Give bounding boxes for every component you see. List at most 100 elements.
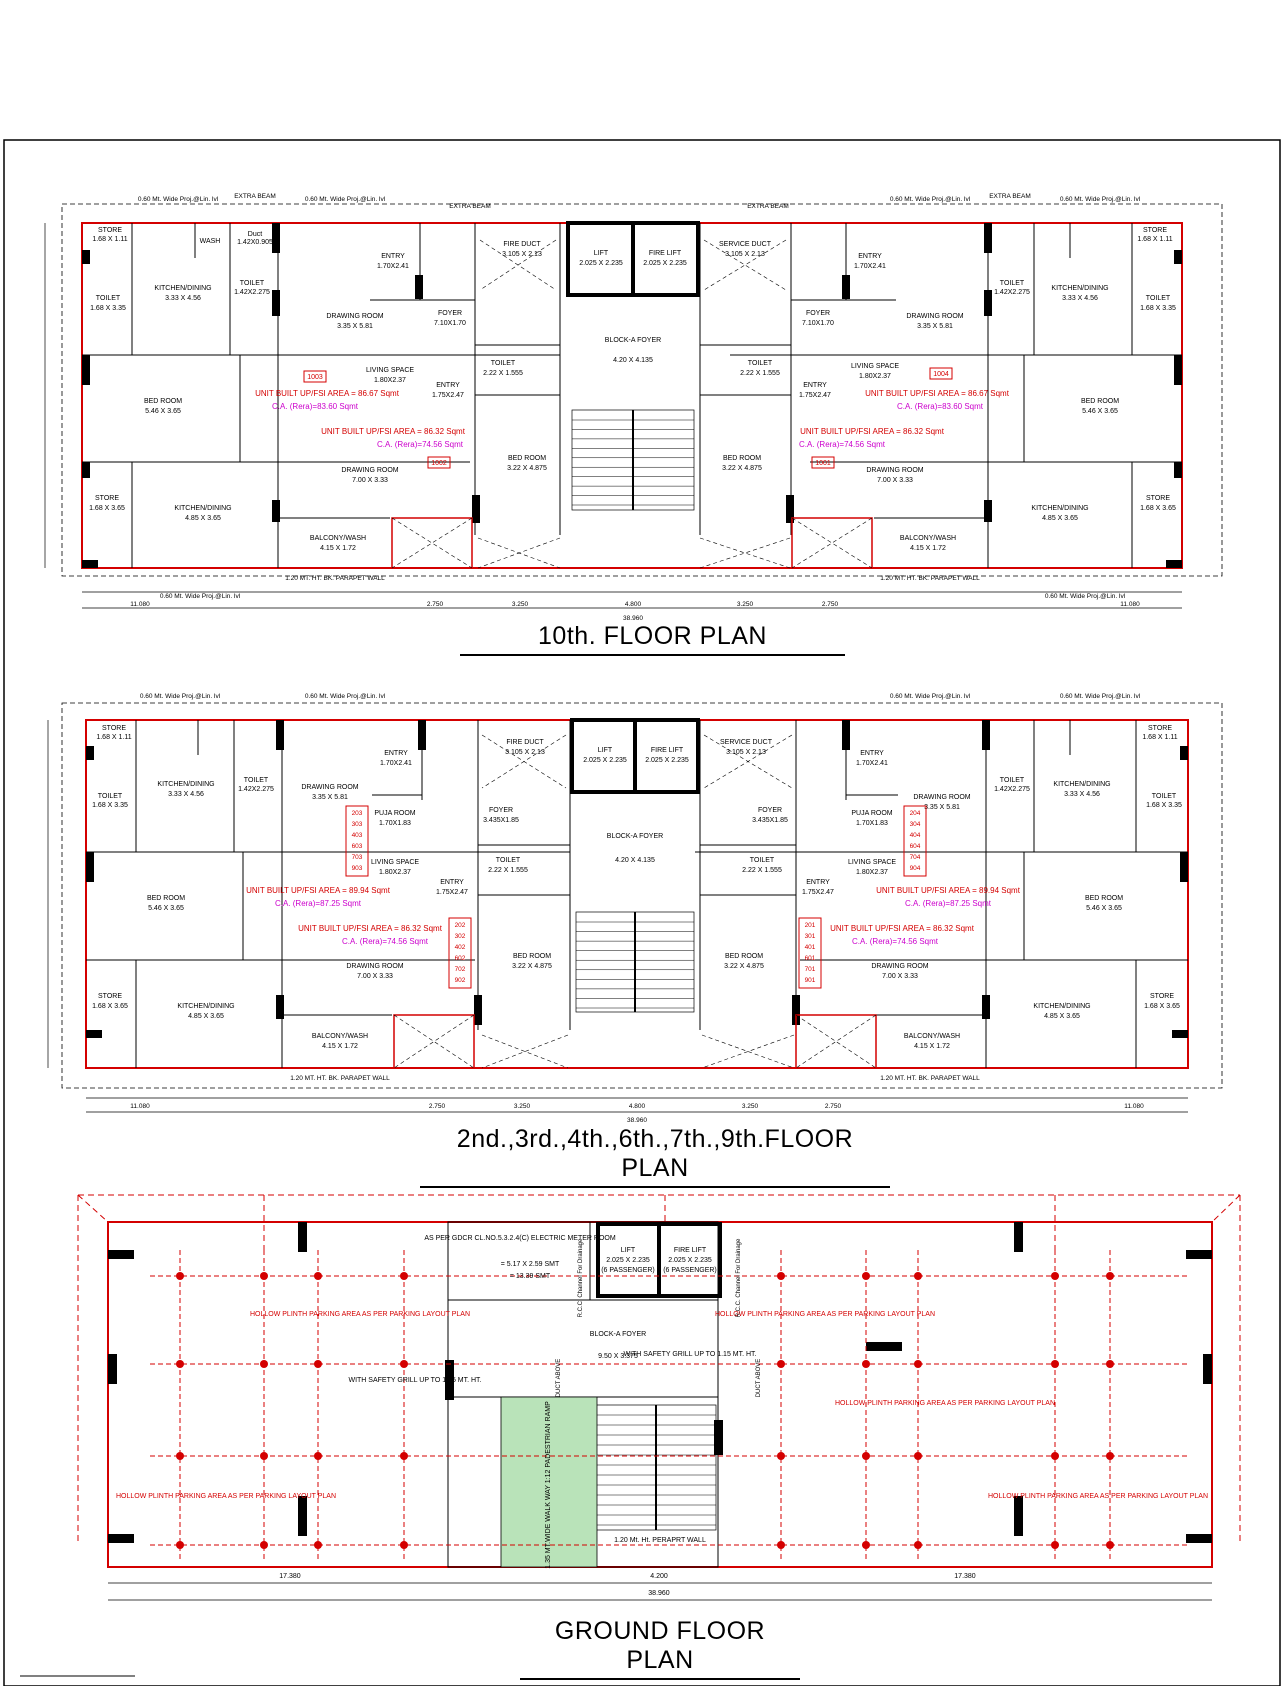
parking-column-marker bbox=[1051, 1452, 1059, 1460]
tenth-floor-plan: STORE 1.68 X 1.11 KITCHEN/DINING 3.33 X … bbox=[44, 193, 1223, 622]
svg-text:C.A. (Rera)=83.60 Sqmt: C.A. (Rera)=83.60 Sqmt bbox=[897, 402, 984, 411]
svg-text:UNIT BUILT UP/FSI AREA = 89.94: UNIT BUILT UP/FSI AREA = 89.94 Sqmt bbox=[246, 886, 391, 895]
svg-text:DRAWING ROOM: DRAWING ROOM bbox=[346, 963, 403, 970]
tenth-floor-title: 10th. FLOOR PLAN bbox=[460, 622, 845, 656]
unit-number: 303 bbox=[352, 821, 363, 828]
parking-column-marker bbox=[176, 1541, 184, 1549]
svg-text:WITH SAFETY GRILL UP TO 1.15 M: WITH SAFETY GRILL UP TO 1.15 MT. HT. bbox=[348, 1377, 481, 1384]
builtup-label: UNIT BUILT UP/FSI AREA = 86.67 Sqmt bbox=[255, 389, 400, 398]
svg-text:BALCONY/WASH: BALCONY/WASH bbox=[312, 1033, 368, 1040]
svg-text:SERVICE DUCT: SERVICE DUCT bbox=[719, 241, 772, 248]
svg-text:1.20 MT. HT. BK. PARAPET WALL: 1.20 MT. HT. BK. PARAPET WALL bbox=[290, 1075, 390, 1082]
parking-column-marker bbox=[862, 1360, 870, 1368]
svg-text:EXTRA BEAM: EXTRA BEAM bbox=[449, 203, 491, 210]
svg-text:ENTRY: ENTRY bbox=[440, 879, 464, 886]
svg-text:3.35 X 5.81: 3.35 X 5.81 bbox=[337, 323, 373, 330]
svg-text:FOYER: FOYER bbox=[758, 807, 782, 814]
svg-text:1.42X2.275: 1.42X2.275 bbox=[994, 786, 1030, 793]
svg-text:C.A. (Rera)=74.56 Sqmt: C.A. (Rera)=74.56 Sqmt bbox=[342, 937, 429, 946]
parking-label: HOLLOW PLINTH PARKING AREA AS PER PARKIN… bbox=[250, 1311, 470, 1318]
svg-text:KITCHEN/DINING: KITCHEN/DINING bbox=[177, 1003, 234, 1010]
svg-text:7.00 X 3.33: 7.00 X 3.33 bbox=[357, 973, 393, 980]
svg-text:HOLLOW PLINTH PARKING AREA AS: HOLLOW PLINTH PARKING AREA AS PER PARKIN… bbox=[835, 1400, 1055, 1407]
svg-text:1.42X2.275: 1.42X2.275 bbox=[234, 289, 270, 296]
parking-column-marker bbox=[914, 1272, 922, 1280]
svg-text:LIFT: LIFT bbox=[594, 250, 609, 257]
parking-column-marker bbox=[862, 1541, 870, 1549]
svg-text:2.22 X 1.555: 2.22 X 1.555 bbox=[740, 370, 780, 377]
svg-text:1.68 X 3.35: 1.68 X 3.35 bbox=[1140, 305, 1176, 312]
svg-text:2.025 X 2.235: 2.025 X 2.235 bbox=[668, 1257, 712, 1264]
svg-text:KITCHEN/DINING: KITCHEN/DINING bbox=[1031, 505, 1088, 512]
svg-text:1.80X2.37: 1.80X2.37 bbox=[856, 869, 888, 876]
svg-text:LIVING SPACE: LIVING SPACE bbox=[366, 367, 414, 374]
svg-text:1.70X2.41: 1.70X2.41 bbox=[856, 760, 888, 767]
parking-column-marker bbox=[914, 1541, 922, 1549]
unit-number: 601 bbox=[805, 955, 816, 962]
parking-column-marker bbox=[176, 1272, 184, 1280]
svg-text:LIFT: LIFT bbox=[621, 1247, 636, 1254]
svg-text:TOILET: TOILET bbox=[1000, 280, 1025, 287]
svg-text:1.68 X 3.65: 1.68 X 3.65 bbox=[92, 1003, 128, 1010]
svg-text:TOILET: TOILET bbox=[491, 360, 516, 367]
svg-text:0.60 Mt. Wide Proj.@Lin. lvl: 0.60 Mt. Wide Proj.@Lin. lvl bbox=[305, 196, 386, 203]
unit-number: 904 bbox=[910, 865, 921, 872]
parking-column-marker bbox=[914, 1452, 922, 1460]
ground-floor-title: GROUND FLOOR PLAN bbox=[520, 1617, 800, 1680]
parking-column-marker bbox=[862, 1272, 870, 1280]
svg-text:UNIT BUILT UP/FSI AREA = 86.67: UNIT BUILT UP/FSI AREA = 86.67 Sqmt bbox=[865, 389, 1010, 398]
svg-text:WITH SAFETY GRILL UP TO 1.15 M: WITH SAFETY GRILL UP TO 1.15 MT. HT. bbox=[623, 1351, 756, 1358]
svg-text:FIRE LIFT: FIRE LIFT bbox=[649, 250, 682, 257]
svg-text:1.42X0.905: 1.42X0.905 bbox=[237, 239, 273, 246]
svg-text:C.A. (Rera)=87.25 Sqmt: C.A. (Rera)=87.25 Sqmt bbox=[275, 899, 362, 908]
unit-number: 203 bbox=[352, 810, 363, 817]
svg-text:WASH: WASH bbox=[200, 238, 221, 245]
svg-text:1.20 MT. HT. BK. PARAPET WALL: 1.20 MT. HT. BK. PARAPET WALL bbox=[880, 575, 980, 582]
parking-column-marker bbox=[314, 1272, 322, 1280]
svg-text:LIFT: LIFT bbox=[598, 747, 613, 754]
svg-text:FIRE DUCT: FIRE DUCT bbox=[506, 739, 544, 746]
svg-text:0.60 Mt. Wide Proj.@Lin. lvl: 0.60 Mt. Wide Proj.@Lin. lvl bbox=[1060, 196, 1141, 203]
svg-text:4.85 X 3.65: 4.85 X 3.65 bbox=[1042, 515, 1078, 522]
parking-column-marker bbox=[1106, 1272, 1114, 1280]
unit-number: 202 bbox=[455, 922, 466, 929]
svg-text:FIRE LIFT: FIRE LIFT bbox=[674, 1247, 707, 1254]
svg-text:ENTRY: ENTRY bbox=[858, 253, 882, 260]
svg-text:BALCONY/WASH: BALCONY/WASH bbox=[904, 1033, 960, 1040]
unit-number: 604 bbox=[910, 843, 921, 850]
svg-text:3.250: 3.250 bbox=[512, 601, 529, 608]
svg-text:DRAWING ROOM: DRAWING ROOM bbox=[866, 467, 923, 474]
parking-column-marker bbox=[400, 1452, 408, 1460]
svg-text:UNIT BUILT UP/FSI AREA = 86.32: UNIT BUILT UP/FSI AREA = 86.32 Sqmt bbox=[800, 427, 945, 436]
svg-text:STORE: STORE bbox=[95, 495, 119, 502]
svg-text:11.080: 11.080 bbox=[1120, 601, 1140, 608]
unit-number: 403 bbox=[352, 832, 363, 839]
svg-text:DRAWING ROOM: DRAWING ROOM bbox=[871, 963, 928, 970]
unit-number: 902 bbox=[455, 977, 466, 984]
svg-text:TOILET: TOILET bbox=[748, 360, 773, 367]
svg-text:= 13.39 SMT: = 13.39 SMT bbox=[510, 1273, 551, 1280]
svg-text:BED ROOM: BED ROOM bbox=[508, 455, 546, 462]
svg-text:STORE: STORE bbox=[1143, 227, 1167, 234]
svg-text:ENTRY: ENTRY bbox=[384, 750, 408, 757]
svg-text:4.20 X 4.135: 4.20 X 4.135 bbox=[613, 357, 653, 364]
svg-text:ENTRY: ENTRY bbox=[806, 879, 830, 886]
svg-text:BED ROOM: BED ROOM bbox=[1081, 398, 1119, 405]
svg-text:2.750: 2.750 bbox=[825, 1103, 842, 1110]
svg-text:STORE: STORE bbox=[102, 725, 126, 732]
parking-column-marker bbox=[862, 1452, 870, 1460]
svg-text:3.250: 3.250 bbox=[737, 601, 754, 608]
svg-text:2.025 X 2.235: 2.025 X 2.235 bbox=[645, 757, 689, 764]
svg-text:3.35 X 5.81: 3.35 X 5.81 bbox=[924, 804, 960, 811]
svg-text:1.68 X 1.11: 1.68 X 1.11 bbox=[96, 734, 131, 741]
svg-text:1.75X2.47: 1.75X2.47 bbox=[799, 392, 831, 399]
svg-text:4.800: 4.800 bbox=[629, 1103, 646, 1110]
svg-text:UNIT BUILT UP/FSI AREA = 86.32: UNIT BUILT UP/FSI AREA = 86.32 Sqmt bbox=[298, 924, 443, 933]
svg-text:Duct: Duct bbox=[248, 231, 262, 238]
svg-text:FIRE LIFT: FIRE LIFT bbox=[651, 747, 684, 754]
svg-text:STORE: STORE bbox=[1148, 725, 1172, 732]
svg-text:4.15 X 1.72: 4.15 X 1.72 bbox=[322, 1043, 358, 1050]
svg-text:3.33 X 4.56: 3.33 X 4.56 bbox=[168, 791, 204, 798]
